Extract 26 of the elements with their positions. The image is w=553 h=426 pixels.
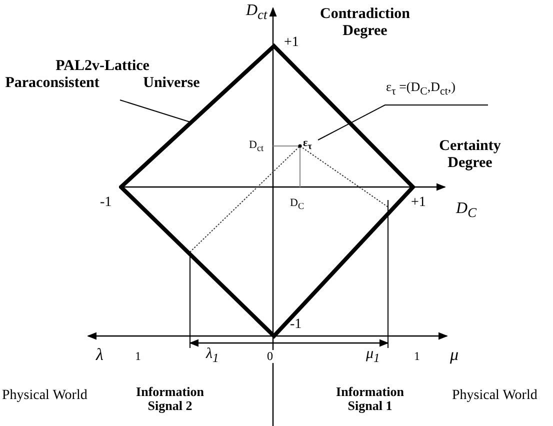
point-label: ε$_{τ}$ [303, 137, 312, 152]
axis-title: Contradiction Degree [319, 6, 411, 39]
axis-label: D$_{ct}$ [246, 2, 268, 23]
signal-title: Information Signal 1 [335, 385, 405, 414]
region-label: Physical World [2, 388, 88, 404]
tick-label: -1 [290, 317, 302, 332]
axis-label: λ [96, 346, 104, 365]
leader-line [318, 104, 488, 140]
lattice-label: PAL2v-Lattice Paraconsistent Universe [5, 58, 200, 91]
signal-label: λ$_{1}$ [206, 346, 219, 366]
axis-label: μ [450, 346, 459, 365]
tick-label: -1 [100, 195, 112, 210]
tick-label: 0 [266, 350, 274, 364]
signal-label: μ$_{1}$ [366, 346, 380, 366]
coordinate-label: D$_{C}$ [290, 197, 304, 212]
axis-label: D$_{C}$ [456, 200, 476, 221]
leader-line [120, 100, 190, 122]
region-label: Physical World [452, 388, 538, 404]
coordinate-label: D$_{ct}$ [249, 139, 264, 154]
axis-title: Certainty Degree [438, 138, 502, 171]
tick-label: 1 [135, 350, 141, 364]
tick-label: 1 [414, 350, 420, 364]
signal-title: Information Signal 2 [135, 385, 205, 414]
tick-label: +1 [411, 195, 426, 210]
point-equation: ε$_{τ}$ =(D$_{C}$,D$_{ct}$,) [386, 80, 456, 98]
tick-label: +1 [284, 35, 299, 50]
